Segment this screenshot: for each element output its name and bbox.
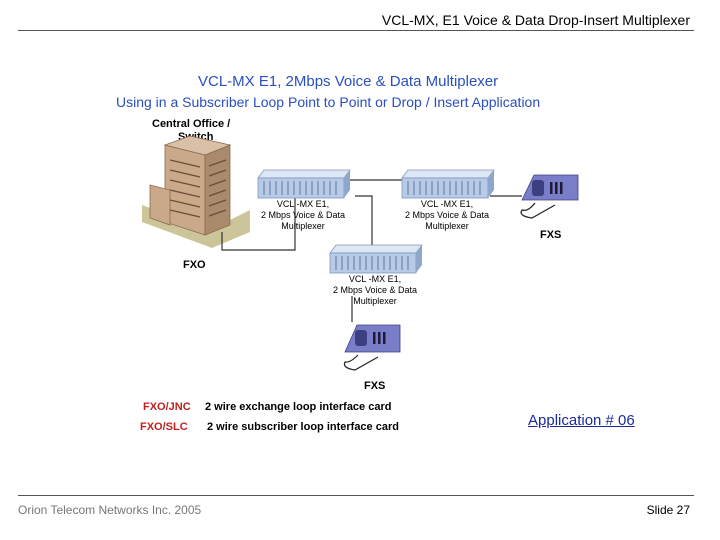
- multiplexer-right-label-3: Multiplexer: [425, 221, 469, 231]
- multiplexer-left-label-2: 2 Mbps Voice & Data: [261, 210, 345, 220]
- multiplexer-left-label-3: Multiplexer: [281, 221, 325, 231]
- central-office-building-icon: [142, 135, 250, 248]
- footer-company: Orion Telecom Networks Inc. 2005: [18, 503, 202, 517]
- multiplexer-right-label-2: 2 Mbps Voice & Data: [405, 210, 489, 220]
- multiplexer-left-label-1: VCL -MX E1,: [277, 199, 329, 209]
- slide-header-title: VCL-MX, E1 Voice & Data Drop-Insert Mult…: [381, 12, 690, 28]
- multiplexer-right-label-1: VCL -MX E1,: [421, 199, 473, 209]
- multiplexer-bottom-label-3: Multiplexer: [353, 296, 397, 306]
- multiplexer-bottom-label-2: 2 Mbps Voice & Data: [333, 285, 417, 295]
- fxs-right-label: FXS: [540, 229, 561, 241]
- connection-lines: [221, 179, 522, 322]
- legend-fxo-jnc-code: FXO/JNC: [143, 401, 191, 413]
- header-divider: [18, 30, 694, 31]
- telephone-right-icon: [520, 174, 579, 219]
- diagram-subtitle: Using in a Subscriber Loop Point to Poin…: [116, 94, 540, 110]
- fxo-label: FXO: [183, 259, 206, 271]
- telephone-bottom-icon: [343, 324, 401, 371]
- slide-number: Slide 27: [646, 503, 690, 517]
- diagram-title: VCL-MX E1, 2Mbps Voice & Data Multiplexe…: [198, 73, 498, 90]
- footer-divider: [18, 495, 694, 496]
- legend-fxo-jnc-desc: 2 wire exchange loop interface card: [205, 401, 391, 413]
- multiplexer-bottom-label-1: VCL -MX E1,: [349, 274, 401, 284]
- legend-fxo-slc-code: FXO/SLC: [140, 421, 188, 433]
- fxs-bottom-label: FXS: [364, 380, 385, 392]
- application-link[interactable]: Application # 06: [528, 412, 635, 429]
- central-office-label: Central Office /: [152, 118, 230, 130]
- legend-fxo-slc-desc: 2 wire subscriber loop interface card: [207, 421, 399, 433]
- multiplexer-bottom-icon: [329, 244, 423, 274]
- multiplexer-left-icon: [257, 169, 351, 199]
- multiplexer-right-icon: [401, 169, 495, 199]
